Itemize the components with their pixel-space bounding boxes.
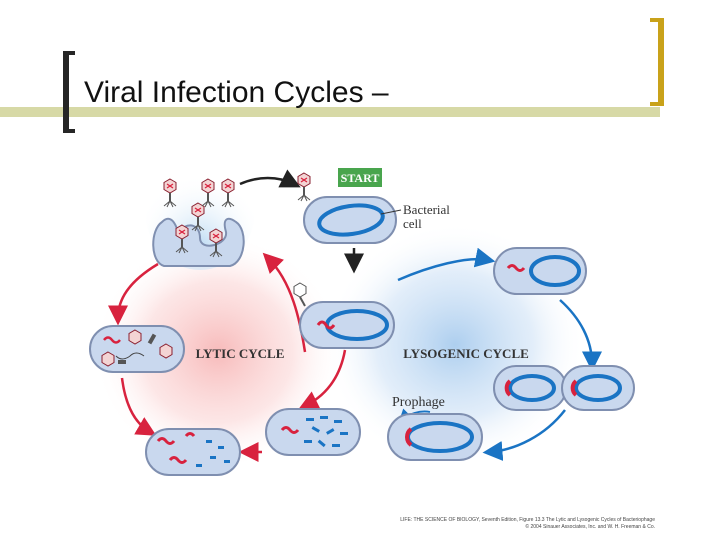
figure-credit-line2: © 2004 Sinauer Associates, Inc. and W. H…	[525, 524, 655, 530]
cell-assembly	[145, 428, 241, 476]
lysogenic-arrow-integrate	[397, 247, 496, 282]
prophage-label: Prophage	[392, 395, 445, 410]
bacterial-cell-label-line1: Bacterial	[403, 202, 450, 217]
lytic-arrow-release-to-attach	[108, 262, 159, 326]
lysogenic-arrow-divide	[559, 299, 602, 372]
lytic-arrow-assembly	[120, 377, 157, 436]
lytic-arrow-to-replication	[298, 349, 347, 410]
cell-lysogen	[493, 247, 587, 295]
right-bracket-decoration	[650, 18, 664, 106]
cell-lysis	[89, 325, 185, 373]
attaching-phage	[297, 172, 311, 202]
lytic-cycle-label: LYTIC CYCLE	[196, 346, 285, 361]
cell-prophage	[387, 413, 483, 461]
title-underline-bar	[0, 107, 660, 117]
cell-injection	[299, 301, 395, 349]
left-bracket-decoration	[63, 51, 75, 133]
start-label: START	[341, 171, 380, 185]
figure-credit-line1: LIFE: THE SCIENCE OF BIOLOGY, Seventh Ed…	[400, 517, 655, 523]
lysogenic-cycle-label: LYSOGENIC CYCLE	[403, 346, 529, 361]
slide-title: Viral Infection Cycles –	[84, 76, 389, 109]
cell-attachment	[303, 196, 397, 244]
bacterial-cell-label-line2: cell	[403, 216, 422, 231]
start-badge	[338, 168, 382, 187]
cell-dividing-pair	[493, 365, 635, 411]
lysogenic-arrow-return	[482, 409, 566, 461]
bacterial-cell-pointer	[380, 209, 402, 215]
lytic-arrow-to-burst	[262, 252, 307, 353]
arrow-phage-to-cell	[239, 169, 301, 188]
injecting-phage	[293, 282, 307, 307]
cell-replication	[265, 408, 361, 456]
figure-credit: LIFE: THE SCIENCE OF BIOLOGY, Seventh Ed…	[325, 517, 655, 531]
